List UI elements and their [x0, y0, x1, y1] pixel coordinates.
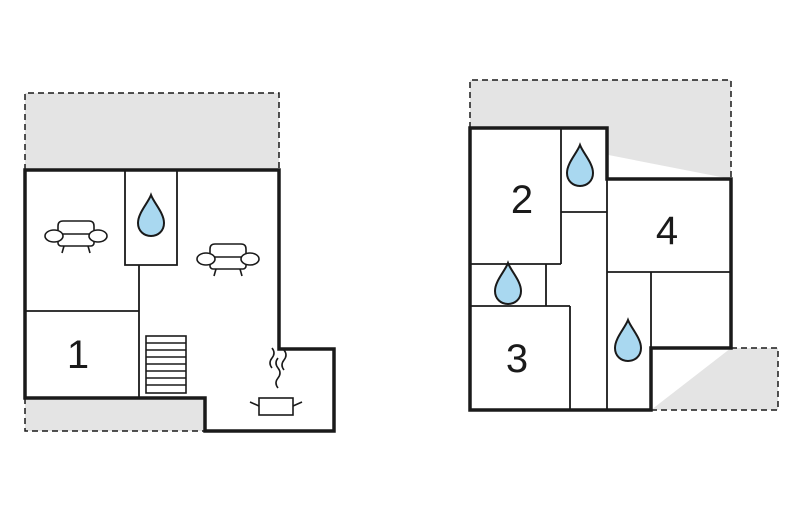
outer-walls [468, 126, 733, 412]
terrace-bottom [651, 347, 779, 411]
cooking-pot-icon [249, 347, 303, 416]
terrace-bottom [24, 398, 206, 432]
floor-plan-right: 2 3 4 [468, 79, 779, 412]
room-label: 4 [656, 209, 678, 253]
interior-walls [470, 128, 731, 410]
terrace-top [24, 92, 280, 170]
floor-plan-left: 1 [23, 92, 336, 433]
room-label: 2 [511, 178, 533, 222]
room-label: 3 [506, 337, 528, 381]
interior-walls [25, 170, 178, 398]
room-label: 1 [67, 333, 89, 377]
stairs-icon [145, 335, 187, 394]
